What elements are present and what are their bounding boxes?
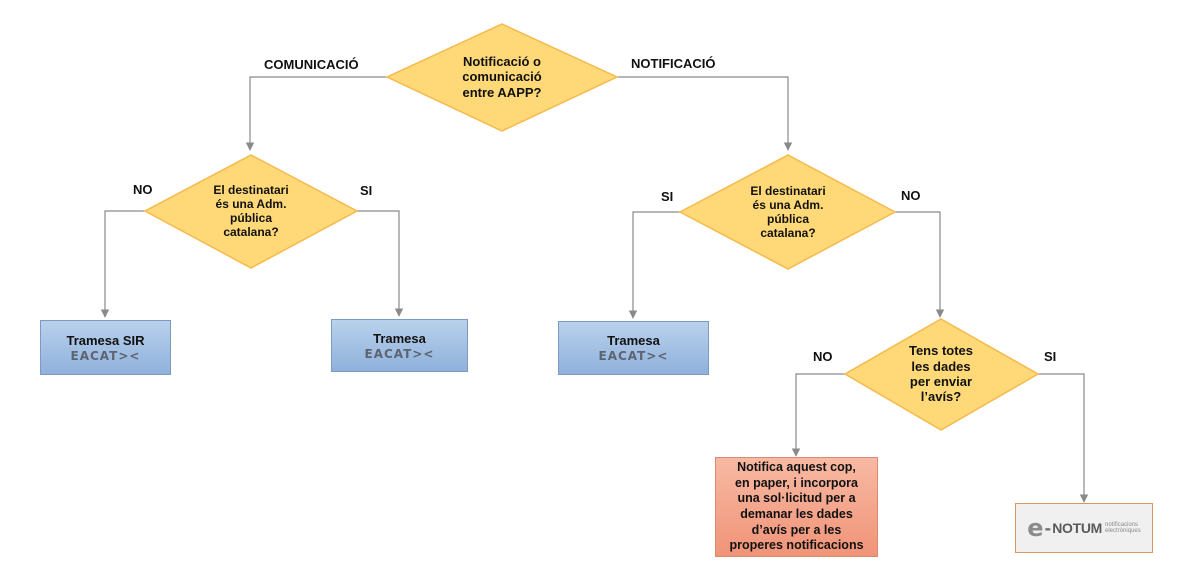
edge-label-middle-si: SI (661, 189, 674, 204)
connector-root-to-middle (617, 76, 793, 151)
enotum-subtitle-line: notificacions (1105, 521, 1139, 528)
decision-root-line: entre AAPP? (462, 84, 542, 100)
decision-middle-line: El destinatari (750, 183, 826, 198)
decision-root-diamond (385, 23, 619, 132)
connector-middle-si (628, 211, 680, 319)
decision-right-line: per enviar (909, 374, 973, 389)
eacat-logo: EACAT>< (70, 348, 141, 363)
outcome-tramesa-1-label: Tramesa (373, 330, 426, 346)
connector-root-to-left (245, 76, 387, 151)
enotum-logo-e: e (1027, 514, 1044, 542)
edge-label-left-si: SI (360, 183, 373, 198)
outcome-tramesa-sir: Tramesa SIR EACAT>< (40, 320, 171, 375)
decision-right-text: Tens totes les dades per enviar l’avís? (871, 334, 1011, 414)
outcome-paper-line: una sol·licitud per a (737, 491, 856, 506)
connector-right-si (1038, 373, 1089, 503)
outcome-tramesa-2-label: Tramesa (607, 333, 660, 348)
connector-left-no (100, 210, 145, 318)
outcome-tramesa-sir-label: Tramesa SIR (66, 332, 145, 348)
decision-left-line: pública (229, 211, 272, 225)
decision-right-line: Tens totes (908, 343, 974, 359)
enotum-subtitle-line: electròniques (1105, 528, 1141, 534)
enotum-logo-subtitle: notificacions electròniques (1105, 522, 1141, 535)
decision-root-line: comunicació (462, 69, 542, 85)
decision-root-text: Notificació o comunicació entre AAPP? (417, 47, 587, 107)
outcome-paper-notification: Notifica aquest cop, en paper, i incorpo… (715, 457, 878, 557)
decision-left-diamond (143, 154, 359, 269)
decision-right-line: l’avís? (920, 389, 962, 405)
decision-middle-line: és una Adm. (752, 197, 824, 212)
decision-root-line: Notificació o (462, 54, 541, 69)
outcome-paper-line: Notifica aquest cop, (737, 460, 856, 475)
connector-middle-no (895, 211, 945, 318)
decision-left-line: El destinatari (213, 182, 289, 197)
decision-middle-text: El destinatari és una Adm. pública catal… (718, 176, 858, 248)
decision-middle-line: pública (766, 212, 809, 226)
edge-label-left-no: NO (133, 182, 153, 197)
edge-label-middle-no: NO (901, 188, 921, 203)
outcome-enotum: e - NOTUM notificacions electròniques (1015, 503, 1153, 553)
decision-right-line: les dades (911, 358, 971, 374)
decision-middle-diamond (678, 154, 897, 270)
decision-right-diamond (843, 318, 1040, 431)
edge-label-notificacio: NOTIFICACIÓ (631, 56, 716, 71)
outcome-tramesa-2: Tramesa EACAT>< (558, 321, 709, 375)
enotum-logo-dash: - (1044, 518, 1052, 538)
outcome-paper-line: demanar les dades (740, 507, 853, 521)
decision-left-line: és una Adm. (215, 196, 287, 211)
eacat-logo: EACAT>< (364, 346, 435, 361)
outcome-paper-line: properes notificacions (729, 538, 864, 553)
decision-left-line: catalana? (223, 225, 279, 240)
decision-left-text: El destinatari és una Adm. pública catal… (181, 175, 321, 247)
enotum-logo-word: NOTUM (1052, 520, 1103, 536)
edge-label-right-si: SI (1044, 349, 1057, 364)
decision-middle-line: catalana? (760, 226, 816, 241)
eacat-logo: EACAT>< (598, 349, 669, 363)
edge-label-right-no: NO (813, 349, 833, 364)
connector-right-no (791, 373, 845, 457)
outcome-paper-line: en paper, i incorpora (735, 475, 858, 490)
connector-left-si (357, 210, 404, 317)
edge-label-comunicacio: COMUNICACIÓ (264, 57, 359, 72)
outcome-paper-line: d’avís per a les (751, 522, 842, 537)
outcome-tramesa-1: Tramesa EACAT>< (331, 319, 468, 372)
